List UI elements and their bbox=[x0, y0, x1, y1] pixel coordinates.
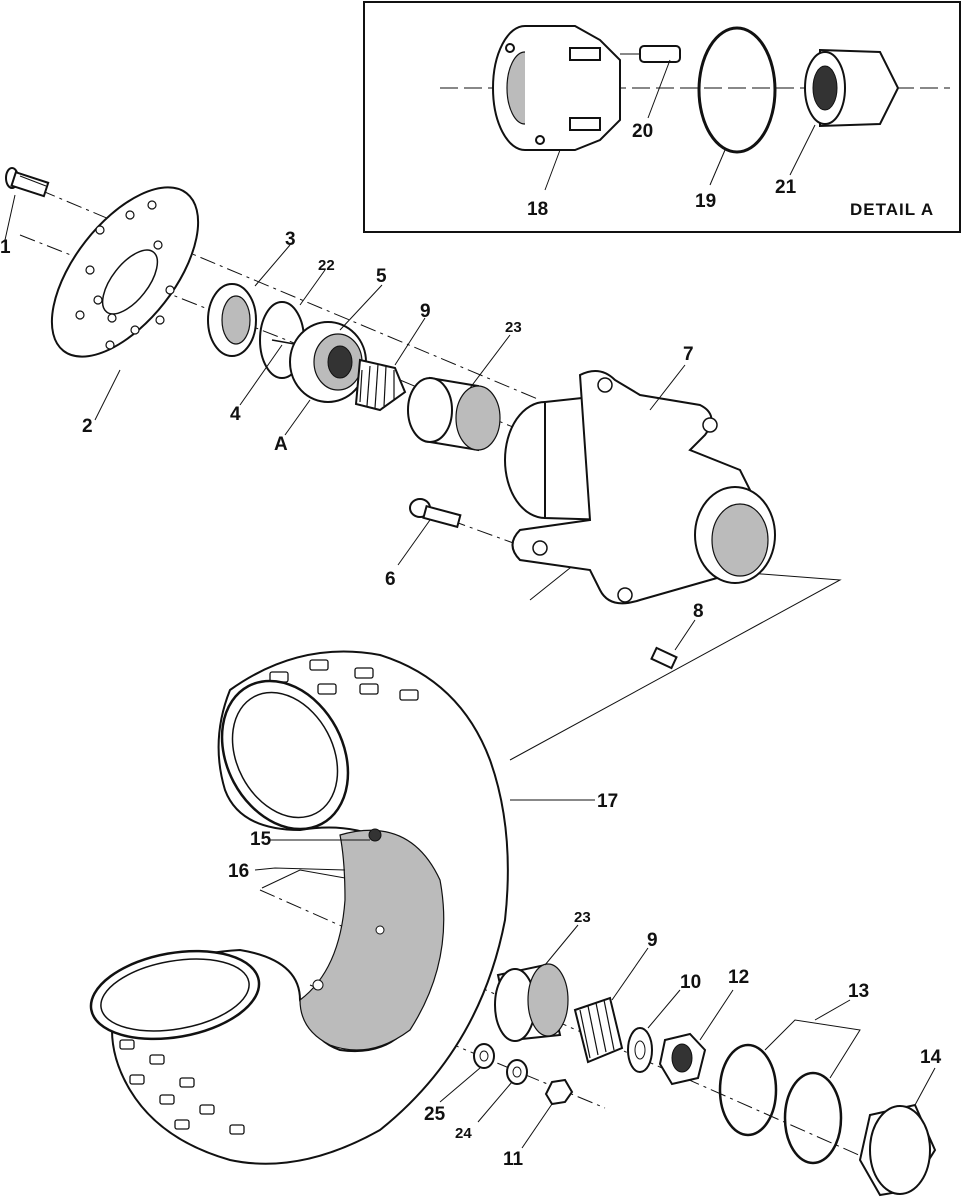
part-3-seal bbox=[207, 244, 291, 357]
part-1-bolt bbox=[4, 167, 50, 241]
callout-20: 20 bbox=[632, 121, 653, 142]
part-6-bolt bbox=[397, 498, 462, 566]
detail-a-panel: 18 20 19 21 DETAIL A bbox=[363, 1, 961, 233]
callout-1: 1 bbox=[0, 237, 11, 258]
callout-16: 16 bbox=[228, 861, 249, 882]
part-18-clutch-body bbox=[492, 25, 621, 151]
part-17-tire bbox=[89, 650, 595, 1165]
callout-9-lower: 9 bbox=[647, 930, 658, 951]
part-19-ring bbox=[697, 26, 777, 154]
callout-18: 18 bbox=[527, 199, 548, 220]
callout-24: 24 bbox=[455, 1125, 472, 1142]
part-20-pin bbox=[620, 45, 681, 63]
part-14-hub-cap bbox=[858, 1067, 937, 1197]
callout-labels: 1 2 3 22 5 9 23 4 A 7 6 8 17 15 16 23 9 … bbox=[0, 229, 942, 1170]
part-8-grease-fitting bbox=[650, 619, 696, 670]
part-9-bearing-upper bbox=[354, 317, 426, 412]
callout-3: 3 bbox=[285, 229, 296, 250]
callout-7: 7 bbox=[683, 344, 694, 365]
callout-10: 10 bbox=[680, 972, 701, 993]
part-21-nut bbox=[804, 48, 900, 128]
callout-13: 13 bbox=[848, 981, 869, 1002]
part-2-brake-disc bbox=[50, 186, 200, 421]
callout-11: 11 bbox=[503, 1149, 524, 1170]
callout-14: 14 bbox=[920, 1047, 942, 1068]
callout-5: 5 bbox=[376, 266, 387, 287]
part-5-clutch-assembly bbox=[284, 284, 383, 436]
part-7-hub bbox=[504, 364, 776, 605]
callout-15: 15 bbox=[250, 829, 272, 850]
callout-23-upper: 23 bbox=[505, 319, 522, 336]
callout-23-lower: 23 bbox=[574, 909, 591, 926]
callout-4: 4 bbox=[230, 404, 241, 425]
part-16-wheel-rim bbox=[254, 828, 445, 1051]
part-12-castle-nut bbox=[658, 989, 734, 1086]
part-23-race-lower bbox=[494, 924, 579, 1042]
callout-9-upper: 9 bbox=[420, 301, 431, 322]
callout-21: 21 bbox=[775, 177, 797, 198]
callout-25: 25 bbox=[424, 1104, 446, 1125]
callout-22: 22 bbox=[318, 257, 335, 274]
part-24-spacer bbox=[477, 1059, 528, 1123]
detail-a-title: DETAIL A bbox=[850, 200, 934, 219]
part-13-o-rings bbox=[718, 999, 861, 1165]
part-10-washer bbox=[627, 989, 681, 1073]
part-23-race-upper bbox=[407, 334, 511, 452]
callout-6: 6 bbox=[385, 569, 396, 590]
part-11-nut bbox=[521, 1078, 574, 1149]
callout-2: 2 bbox=[82, 416, 93, 437]
part-25-washer bbox=[439, 1043, 495, 1103]
callout-17: 17 bbox=[597, 791, 618, 812]
part-9-bearing-lower bbox=[573, 947, 649, 1064]
callout-12: 12 bbox=[728, 967, 749, 988]
callout-19: 19 bbox=[695, 191, 716, 212]
callout-8: 8 bbox=[693, 601, 704, 622]
callout-A: A bbox=[274, 434, 288, 455]
